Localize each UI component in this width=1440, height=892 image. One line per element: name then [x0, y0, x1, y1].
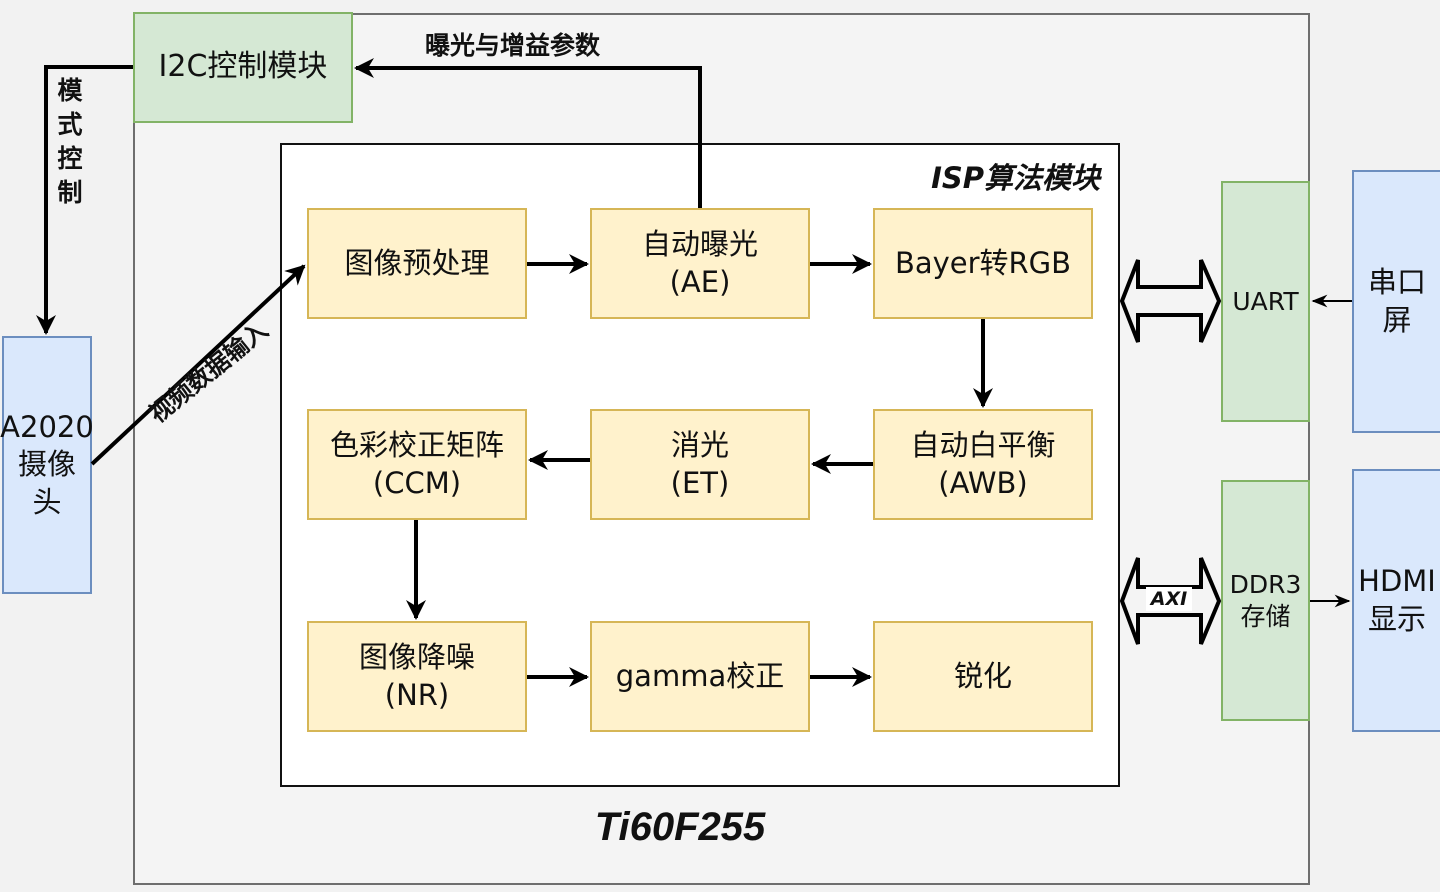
block-et[interactable]: 消光 (ET)	[590, 409, 810, 520]
block-sharpen-label: 锐化	[953, 658, 1012, 693]
serial-screen-device[interactable]: 串口 屏	[1352, 170, 1440, 433]
block-bayer[interactable]: Bayer转RGB	[873, 208, 1093, 319]
block-ccm[interactable]: 色彩校正矩阵 (CCM)	[307, 409, 527, 520]
serial-screen-sublabel: 屏	[1382, 302, 1412, 337]
hdmi-display-device[interactable]: HDMI 显示	[1352, 469, 1440, 732]
block-ae[interactable]: 自动曝光 (AE)	[590, 208, 810, 319]
block-awb-abbr: (AWB)	[938, 465, 1028, 500]
mode-control-char: 控	[57, 144, 83, 173]
camera-sublabel-1: 摄像	[17, 447, 76, 482]
mode-control-char: 模	[57, 76, 83, 105]
hdmi-sublabel: 显示	[1367, 601, 1426, 636]
block-ccm-label: 色彩校正矩阵	[329, 428, 504, 463]
block-awb-label: 自动白平衡	[910, 428, 1056, 463]
block-nr-label: 图像降噪	[358, 640, 475, 675]
serial-screen-label: 串口	[1367, 265, 1426, 300]
block-preprocess[interactable]: 图像预处理	[307, 208, 527, 319]
i2c-label: I2C控制模块	[158, 49, 328, 85]
hdmi-label: HDMI	[1358, 564, 1436, 599]
uart-label: UART	[1232, 286, 1299, 316]
camera-device[interactable]: A2020 摄像 头	[0, 336, 94, 594]
block-gamma-label: gamma校正	[615, 658, 785, 693]
block-ae-label: 自动曝光	[641, 227, 758, 262]
block-ae-abbr: (AE)	[669, 264, 731, 299]
isp-module-title: ISP算法模块	[931, 161, 1100, 195]
chip-title: Ti60F255	[594, 805, 766, 849]
ddr3-label: DDR3	[1229, 569, 1302, 599]
block-gamma[interactable]: gamma校正	[590, 621, 810, 732]
ddr3-module[interactable]: DDR3 存储	[1221, 480, 1310, 721]
block-nr-abbr: (NR)	[384, 677, 450, 712]
block-et-abbr: (ET)	[670, 465, 730, 500]
i2c-control-module[interactable]: I2C控制模块	[133, 12, 353, 123]
mode-control-char: 式	[57, 110, 83, 139]
camera-label: A2020	[0, 410, 94, 445]
block-ccm-abbr: (CCM)	[372, 465, 462, 500]
edge-label-axi: AXI	[1146, 587, 1192, 611]
block-preprocess-label: 图像预处理	[344, 245, 490, 280]
block-nr[interactable]: 图像降噪 (NR)	[307, 621, 527, 732]
block-awb[interactable]: 自动白平衡 (AWB)	[873, 409, 1093, 520]
ddr3-sublabel: 存储	[1240, 601, 1291, 631]
block-et-label: 消光	[670, 428, 729, 463]
edge-label-mode-control: 模 式 控 制	[52, 74, 88, 210]
camera-sublabel-2: 头	[32, 484, 62, 519]
block-sharpen[interactable]: 锐化	[873, 621, 1093, 732]
uart-module[interactable]: UART	[1221, 181, 1310, 422]
mode-control-char: 制	[57, 178, 83, 207]
block-bayer-label: Bayer转RGB	[894, 245, 1072, 280]
edge-label-exposure-gain: 曝光与增益参数	[425, 31, 601, 60]
